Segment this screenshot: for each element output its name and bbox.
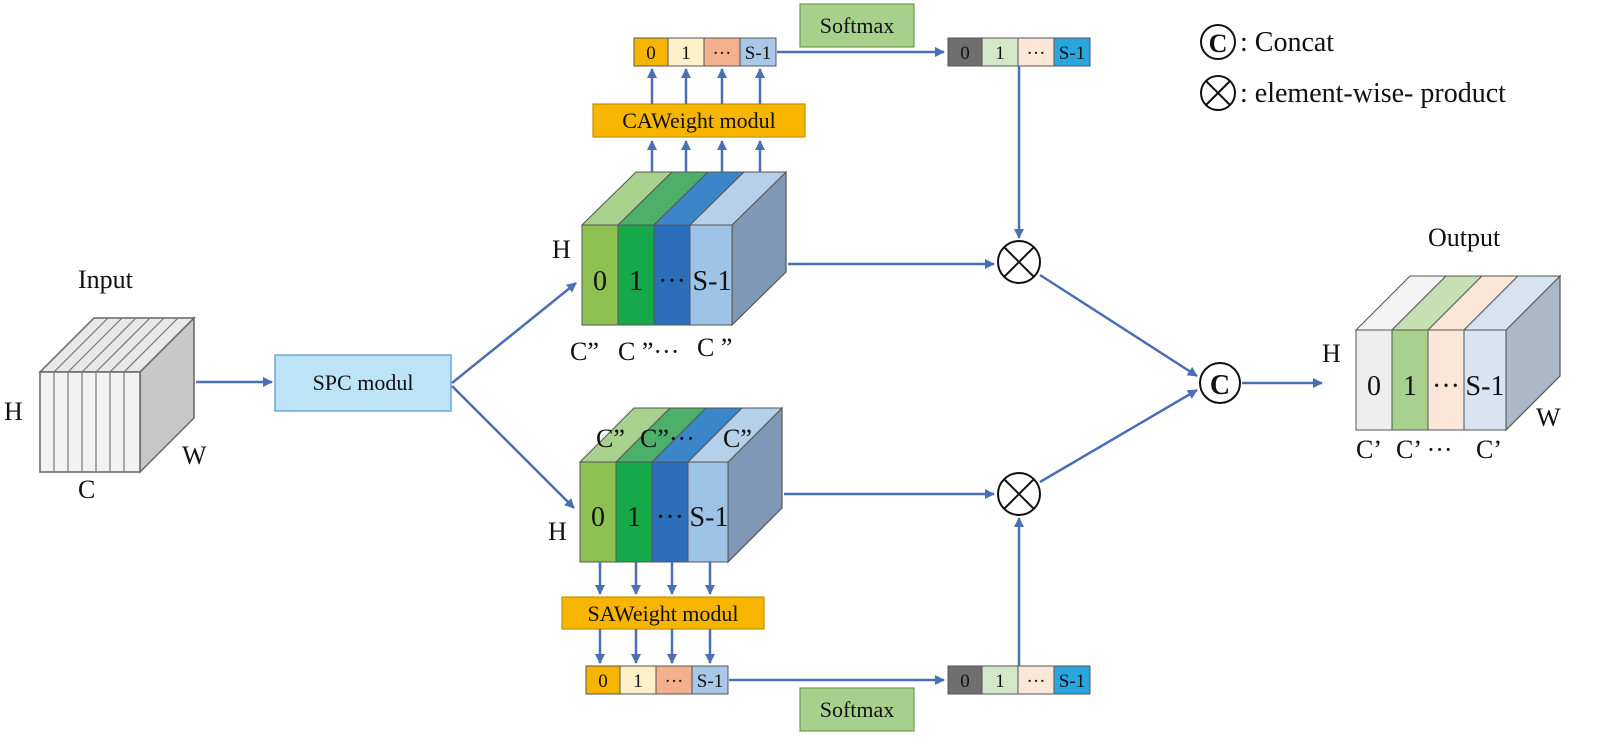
sa-out-1: 1 bbox=[995, 671, 1005, 692]
legend-concat-text: : Concat bbox=[1240, 27, 1334, 58]
output-bottom-label-2: C’ bbox=[1476, 435, 1502, 464]
sa-slice-1: 1 bbox=[627, 502, 641, 533]
output-slice-0: 0 bbox=[1367, 371, 1381, 402]
saweight-label: SAWeight modul bbox=[587, 601, 738, 626]
input-h-label: H bbox=[4, 397, 23, 426]
softmax-bottom-label: Softmax bbox=[820, 697, 895, 722]
arrow-product-top-to-concat bbox=[1039, 273, 1198, 378]
ca-weight-0: 0 bbox=[646, 43, 656, 64]
sa-top-label-1: C”··· bbox=[640, 424, 695, 453]
ca-out-0: 0 bbox=[960, 43, 970, 64]
legend-product-icon bbox=[1200, 75, 1236, 111]
output-title: Output bbox=[1428, 223, 1501, 252]
output-slice-s1: S-1 bbox=[1466, 371, 1505, 402]
legend: C : Concat : element-wise- product bbox=[1200, 24, 1506, 111]
ca-feature-block: 0 1 ··· S-1 H C” C ”··· C ” bbox=[552, 170, 788, 366]
ca-slice-dots: ··· bbox=[658, 266, 686, 297]
legend-product-text: : element-wise- product bbox=[1240, 78, 1506, 109]
arrows-caweight-to-weights bbox=[647, 68, 765, 104]
sa-slice-s1: S-1 bbox=[690, 502, 729, 533]
sa-weight-s1: S-1 bbox=[697, 671, 723, 692]
arrow-spc-to-ca-block bbox=[451, 282, 577, 384]
legend-concat-symbol: C bbox=[1209, 29, 1228, 58]
ca-weight-1: 1 bbox=[681, 43, 691, 64]
arrow-spc-to-sa-block bbox=[451, 385, 575, 509]
ca-bottom-label-1: C ”··· bbox=[618, 337, 679, 366]
ca-slice-0: 0 bbox=[593, 266, 607, 297]
caweight-module: CAWeight modul bbox=[592, 103, 806, 138]
output-bottom-label-1: C’ ··· bbox=[1396, 435, 1453, 464]
ca-weight-dots: ··· bbox=[713, 43, 732, 64]
sa-softmax-out-row: 0 1 ··· S-1 bbox=[947, 665, 1091, 695]
sa-weight-dots: ··· bbox=[665, 671, 684, 692]
caweight-label: CAWeight modul bbox=[622, 108, 776, 133]
output-w-label: W bbox=[1536, 403, 1561, 432]
output-slice-1: 1 bbox=[1403, 371, 1417, 402]
ca-out-1: 1 bbox=[995, 43, 1005, 64]
ca-weights-row: 0 1 ··· S-1 bbox=[633, 37, 777, 67]
arrows-ca-block-to-caweight bbox=[647, 140, 765, 172]
input-title: Input bbox=[78, 265, 134, 294]
input-c-label: C bbox=[78, 475, 95, 504]
sa-slice-0: 0 bbox=[591, 502, 605, 533]
ca-bottom-label-2: C ” bbox=[697, 333, 732, 362]
ca-out-s1: S-1 bbox=[1059, 43, 1085, 64]
product-bottom-icon bbox=[997, 472, 1041, 516]
sa-h-label: H bbox=[548, 517, 567, 546]
sa-weights-row: 0 1 ··· S-1 bbox=[585, 665, 729, 695]
ca-slice-s1: S-1 bbox=[693, 266, 732, 297]
ca-weight-s1: S-1 bbox=[745, 43, 771, 64]
concat-symbol: C bbox=[1210, 370, 1230, 401]
sa-out-s1: S-1 bbox=[1059, 671, 1085, 692]
sa-top-label-2: C” bbox=[723, 424, 752, 453]
ca-slice-1: 1 bbox=[629, 266, 643, 297]
spc-module: SPC modul bbox=[274, 354, 452, 412]
input-w-label: W bbox=[182, 441, 207, 470]
ca-bottom-label-0: C” bbox=[570, 337, 599, 366]
arrows-sa-block-to-saweight bbox=[595, 562, 715, 595]
sa-weight-1: 1 bbox=[633, 671, 643, 692]
sa-weight-0: 0 bbox=[598, 671, 608, 692]
concat-icon: C bbox=[1199, 362, 1241, 404]
sa-slice-dots: ··· bbox=[656, 502, 684, 533]
input-block: Input H C W bbox=[4, 265, 207, 504]
arrow-product-bottom-to-concat bbox=[1039, 388, 1198, 484]
sa-out-dots: ··· bbox=[1027, 671, 1046, 692]
ca-h-label: H bbox=[552, 235, 571, 264]
sa-top-label-0: C” bbox=[596, 424, 625, 453]
output-bottom-label-0: C’ bbox=[1356, 435, 1382, 464]
legend-concat-icon: C bbox=[1200, 24, 1236, 60]
softmax-bottom: Softmax bbox=[799, 687, 915, 732]
softmax-top-label: Softmax bbox=[820, 13, 895, 38]
arrows-saweight-to-weights bbox=[595, 629, 715, 664]
spc-label: SPC modul bbox=[313, 370, 414, 395]
output-h-label: H bbox=[1322, 339, 1341, 368]
sa-feature-block: 0 1 ··· S-1 C” C”··· C” H bbox=[548, 406, 784, 564]
softmax-top: Softmax bbox=[799, 3, 915, 48]
ca-softmax-out-row: 0 1 ··· S-1 bbox=[947, 37, 1091, 67]
output-slice-dots: ··· bbox=[1432, 371, 1460, 402]
output-block: Output 0 1 ··· S-1 H W C’ C’ ··· C’ bbox=[1322, 223, 1562, 464]
sa-out-0: 0 bbox=[960, 671, 970, 692]
product-top-icon bbox=[997, 240, 1041, 284]
ca-out-dots: ··· bbox=[1027, 43, 1046, 64]
saweight-module: SAWeight modul bbox=[561, 596, 765, 630]
